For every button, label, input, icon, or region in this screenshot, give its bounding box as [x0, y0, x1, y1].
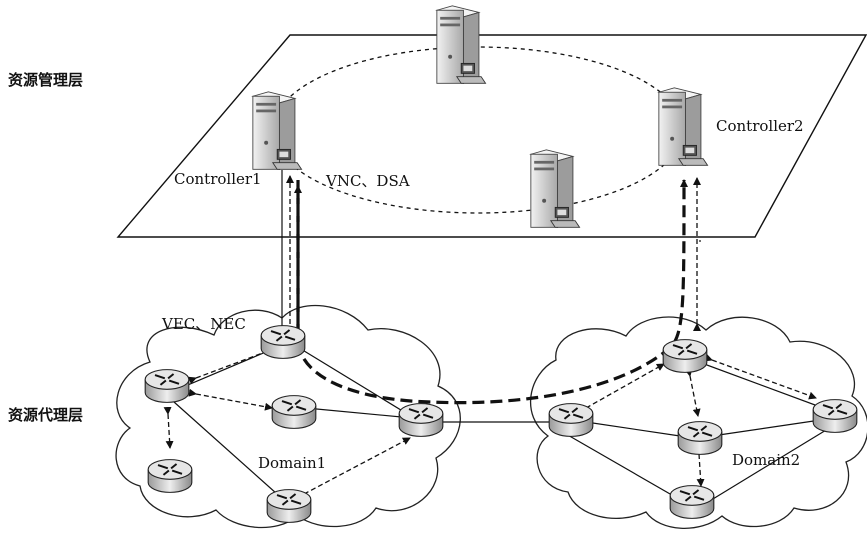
management-plane	[116, 34, 867, 238]
domain2-label: Domain2	[732, 451, 800, 469]
vec-nec-label: VEC、NEC	[161, 315, 246, 333]
router-icon	[266, 488, 312, 524]
domain1-label: Domain1	[258, 454, 326, 472]
controller2-label: Controller2	[716, 117, 804, 135]
router-icon	[669, 484, 715, 520]
router-icon	[662, 338, 708, 374]
router-icon	[260, 324, 306, 360]
router-icon	[144, 368, 190, 404]
control-signals	[163, 175, 817, 501]
router-icon	[398, 402, 444, 438]
inter-domain-path	[296, 179, 688, 405]
router-icon	[271, 394, 317, 430]
router-icon	[677, 420, 723, 456]
router-icon	[812, 398, 858, 434]
server-icon-top	[436, 5, 487, 84]
server-icon-controller1	[252, 91, 303, 170]
router-icon	[548, 402, 594, 438]
router-icon	[147, 458, 193, 494]
controller1-label: Controller1	[174, 170, 262, 188]
vnc-dsa-label: VNC、DSA	[325, 172, 410, 190]
server-icon-bottom	[530, 149, 581, 228]
agent-layer-label: 资源代理层	[8, 406, 83, 424]
management-layer-label: 资源管理层	[8, 71, 83, 89]
server-icon-controller2	[658, 87, 709, 166]
